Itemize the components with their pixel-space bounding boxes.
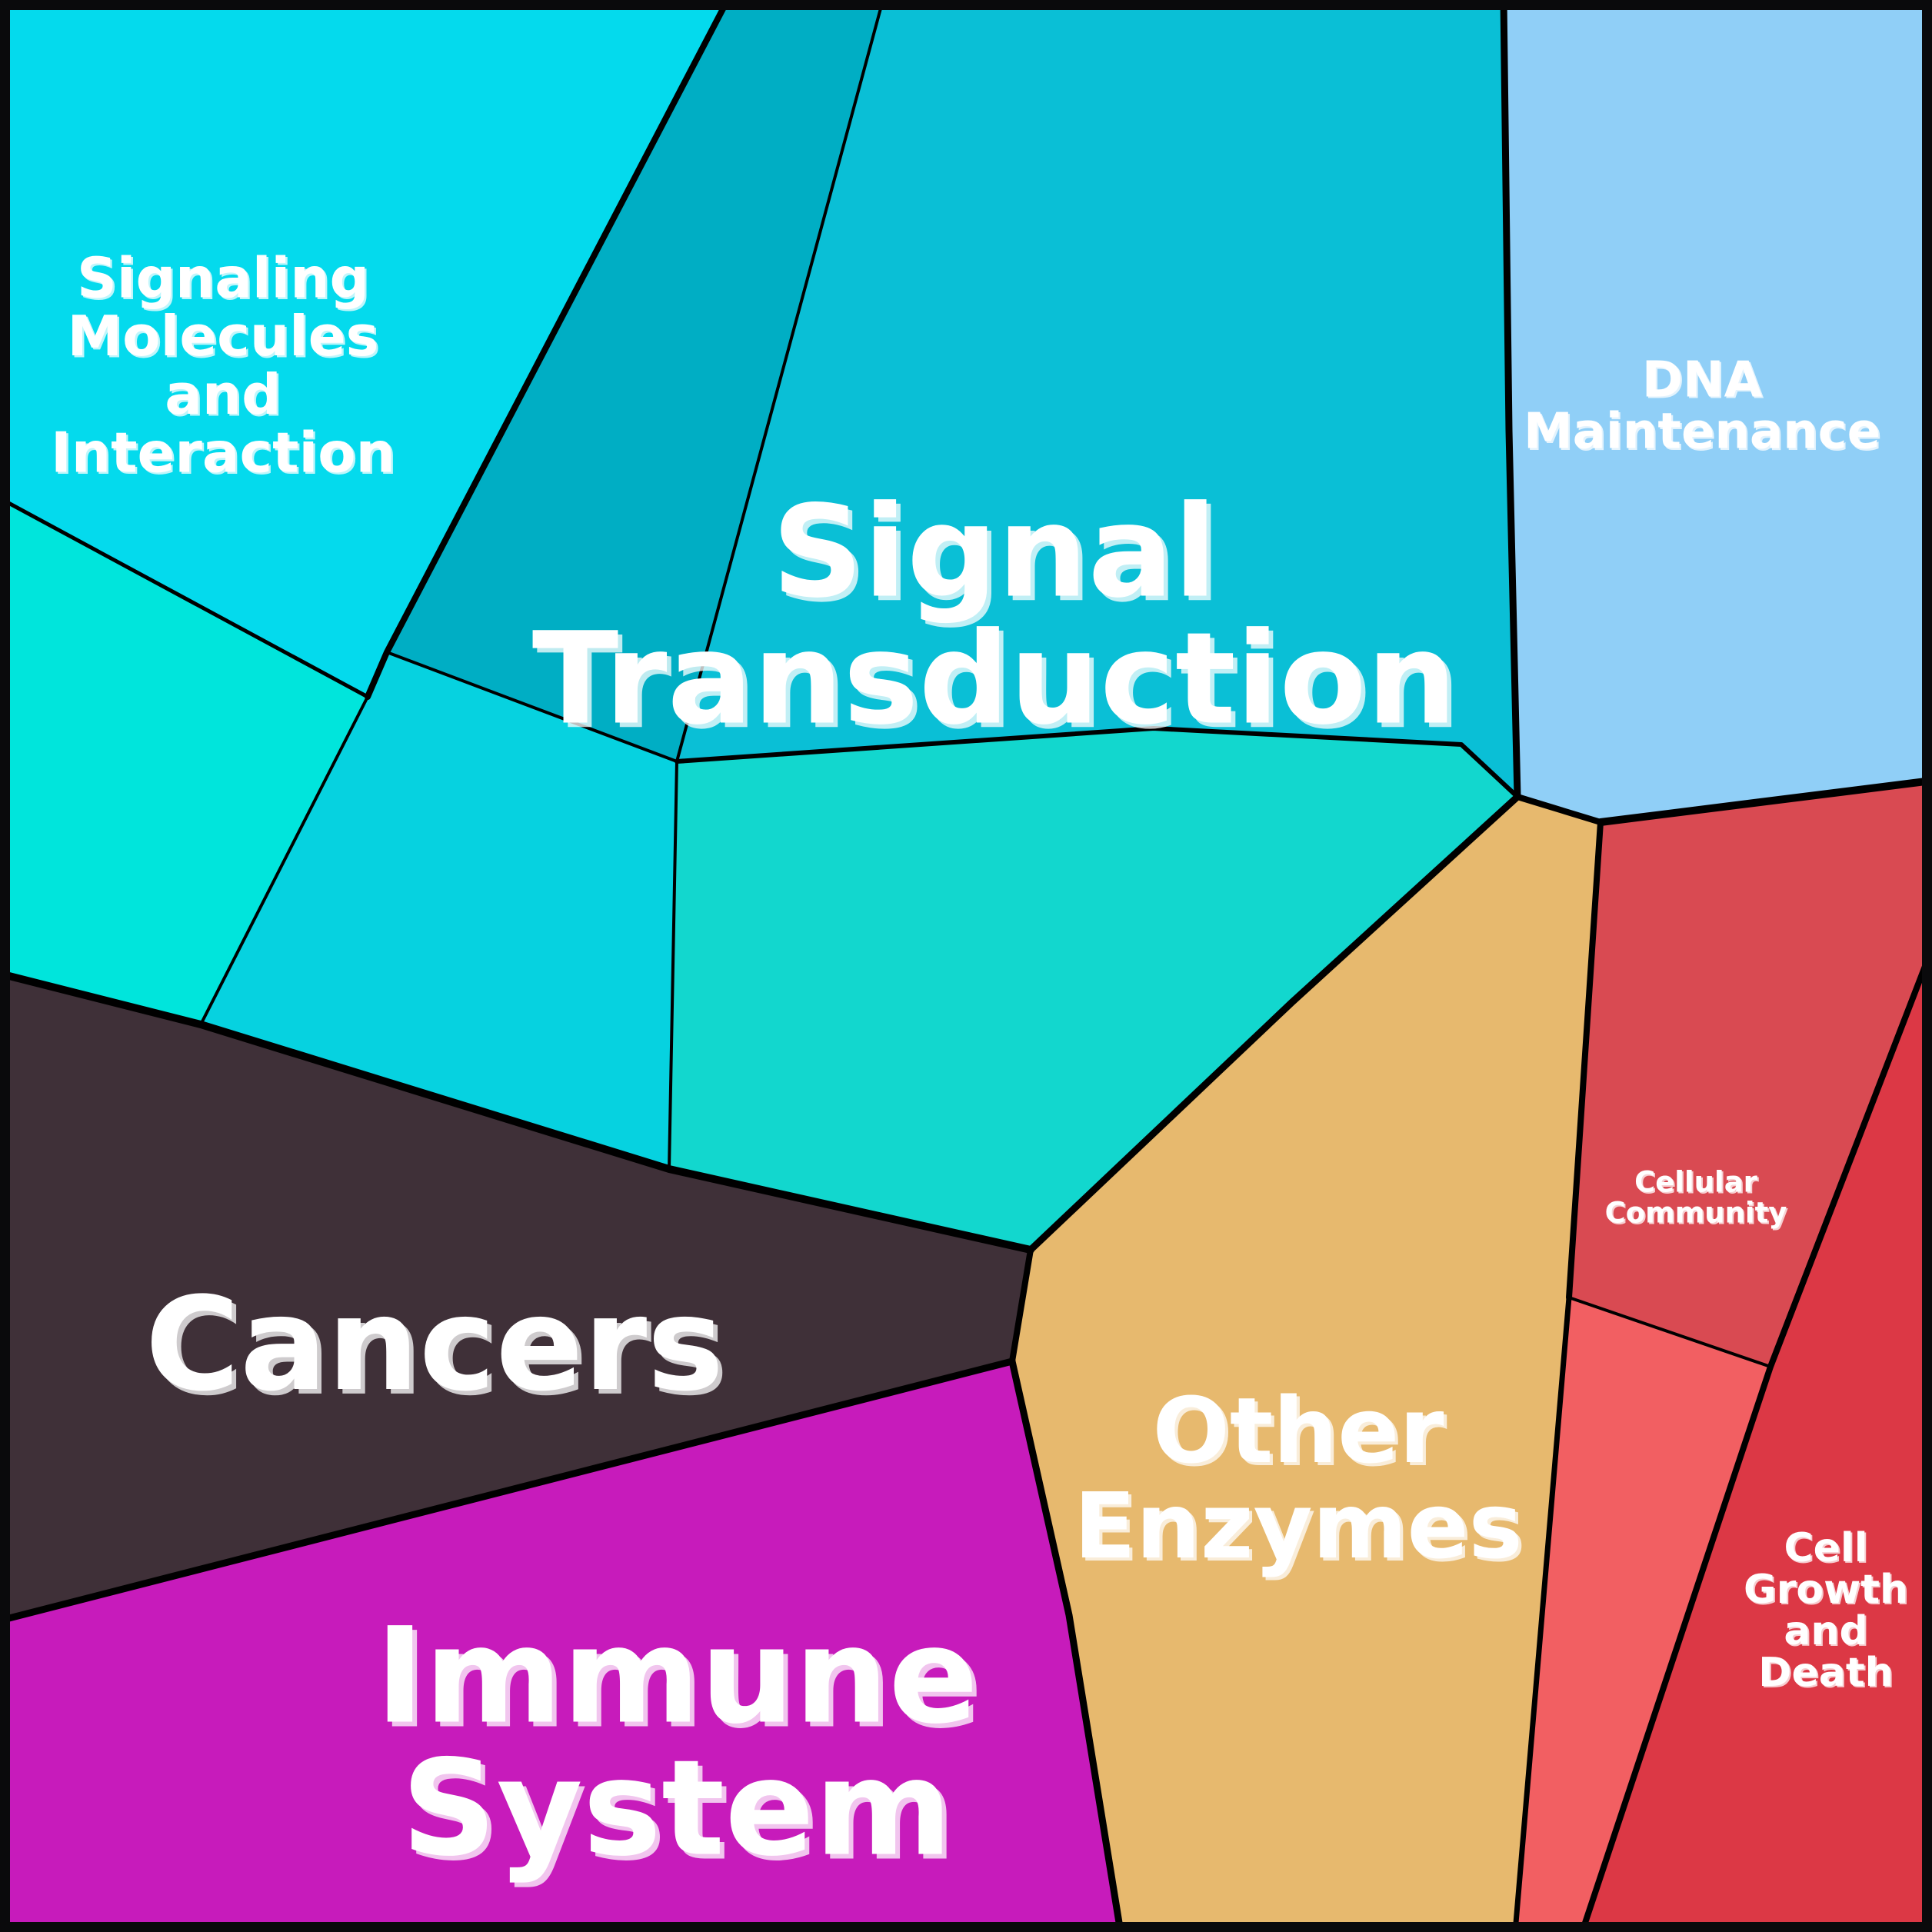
label-signal-transduction-line-1: Transduction <box>532 605 1457 753</box>
label-shadow-cell-growth-death-line-1: Growth <box>1745 1568 1910 1614</box>
cell-border-7 <box>1500 0 1521 801</box>
label-shadow-other-enzymes-line-1: Enzymes <box>1077 1476 1525 1582</box>
label-immune-system-line-0: Immune <box>375 1599 978 1754</box>
cell-border-4 <box>385 651 678 763</box>
label-shadow-cellular-community-line-0: Cellular <box>1636 1168 1760 1201</box>
cell-border-13 <box>0 1357 1016 1624</box>
cell-border-16 <box>1512 1294 1572 1932</box>
label-shadow-signaling-molecules-line-3: Interaction <box>53 422 398 487</box>
cell-border-3 <box>199 695 369 1026</box>
cell-border-14 <box>1008 1357 1124 1932</box>
label-other-enzymes-line-1: Enzymes <box>1074 1473 1522 1579</box>
label-shadow-cancers-line-0: Cancers <box>150 1274 729 1424</box>
label-shadow-signaling-molecules-line-0: Signaling <box>78 248 371 312</box>
label-cell-growth-death-line-1: Growth <box>1744 1567 1908 1613</box>
label-dna-maintenance-line-1: Maintenance <box>1524 404 1880 461</box>
label-shadow-cell-growth-death-line-3: Death <box>1760 1651 1894 1697</box>
cell-border-11 <box>1027 793 1521 1254</box>
label-dna-maintenance-line-0: DNA <box>1642 351 1763 408</box>
label-other-enzymes-line-0: Other <box>1153 1377 1444 1484</box>
label-signal-transduction-line-0: Signal <box>772 478 1217 626</box>
label-cell-growth-death-line-2: and <box>1784 1608 1867 1654</box>
label-shadow-other-enzymes-line-0: Other <box>1156 1381 1447 1487</box>
labels-layer: SignalingSignalingMoleculesMoleculesanda… <box>51 246 1910 1890</box>
cell-border-10 <box>0 970 1034 1254</box>
label-immune-system-line-1: System <box>401 1731 952 1886</box>
cell-border-12 <box>1009 1247 1034 1364</box>
label-shadow-dna-maintenance-line-0: DNA <box>1644 354 1764 411</box>
label-signaling-molecules-line-2: and <box>165 362 281 427</box>
label-shadow-signal-transduction-line-0: Signal <box>776 482 1221 630</box>
cell-border-17 <box>1567 1296 1772 1368</box>
label-shadow-signal-transduction-line-1: Transduction <box>537 609 1461 757</box>
cell-border-9 <box>1597 777 1932 826</box>
label-cellular-community-line-0: Cellular <box>1634 1166 1758 1199</box>
label-signaling-molecules-line-0: Signaling <box>77 246 369 311</box>
label-cell-growth-death-line-0: Cell <box>1784 1525 1867 1571</box>
cell-border-8 <box>1514 794 1604 825</box>
label-shadow-cell-growth-death-line-2: and <box>1785 1610 1869 1656</box>
cell-border-5 <box>668 760 678 1171</box>
label-shadow-immune-system-line-0: Immune <box>380 1604 983 1758</box>
label-shadow-signaling-molecules-line-2: and <box>167 364 283 428</box>
label-signaling-molecules-line-3: Interaction <box>51 420 395 485</box>
label-shadow-immune-system-line-1: System <box>406 1736 957 1890</box>
label-signaling-molecules-line-1: Molecules <box>68 304 379 368</box>
label-shadow-cell-growth-death-line-0: Cell <box>1785 1527 1869 1573</box>
cell-border-1 <box>675 0 884 763</box>
label-cellular-community-line-1: Community <box>1605 1196 1787 1229</box>
label-cancers-line-0: Cancers <box>145 1269 724 1420</box>
label-shadow-cellular-community-line-1: Community <box>1607 1198 1789 1231</box>
label-cell-growth-death-line-3: Death <box>1758 1650 1893 1696</box>
cell-border-2 <box>0 496 370 699</box>
cell-border-15 <box>1566 819 1604 1301</box>
label-shadow-dna-maintenance-line-1: Maintenance <box>1525 405 1882 462</box>
cell-border-6 <box>675 726 1520 799</box>
cell-border-18 <box>1579 945 1932 1932</box>
label-shadow-signaling-molecules-line-1: Molecules <box>69 306 381 371</box>
